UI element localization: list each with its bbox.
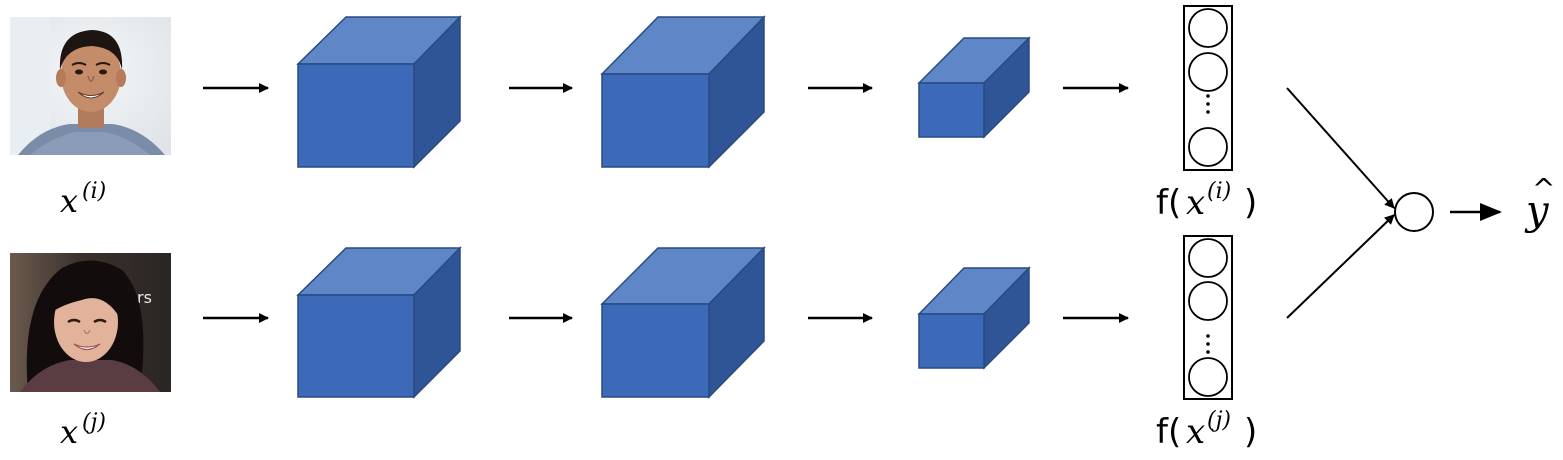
- face-photo-woman: rs: [10, 253, 171, 392]
- vector-icon: [1183, 5, 1233, 171]
- cube-icon: [600, 246, 766, 399]
- cube-icon: [917, 36, 1031, 139]
- cube-icon: [296, 15, 462, 169]
- cube-icon: [296, 246, 462, 399]
- svg-text:x: x: [1186, 183, 1205, 223]
- arrow-icon: [1286, 214, 1395, 319]
- cube-icon: [917, 266, 1031, 370]
- input-label-j: x (j): [60, 410, 106, 451]
- svg-text:rs: rs: [137, 288, 152, 307]
- svg-text:(i): (i): [82, 179, 106, 204]
- svg-text:x: x: [1186, 412, 1205, 452]
- arrow-icon: [1286, 87, 1395, 209]
- node-icon: [1394, 192, 1434, 232]
- face-photo-man: [10, 17, 171, 155]
- cube-icon: [600, 15, 766, 169]
- svg-text:(i): (i): [1207, 179, 1231, 204]
- svg-text:): ): [1244, 412, 1257, 452]
- svg-text:(j): (j): [82, 410, 106, 435]
- svg-text:(j): (j): [1207, 408, 1231, 433]
- svg-text:): ): [1244, 183, 1257, 223]
- svg-text:x: x: [60, 413, 78, 451]
- embedding-label-i: f( x (i) ): [1156, 179, 1257, 223]
- svg-text:f(: f(: [1156, 412, 1181, 452]
- output-label: y ^: [1524, 172, 1555, 234]
- svg-text:x: x: [60, 182, 78, 220]
- embedding-label-j: f( x (j) ): [1156, 408, 1257, 452]
- svg-text:y: y: [1524, 188, 1550, 234]
- input-label-i: x (i): [60, 179, 106, 220]
- vector-icon: [1183, 235, 1233, 400]
- svg-text:f(: f(: [1156, 183, 1181, 223]
- svg-text:^: ^: [1532, 172, 1555, 205]
